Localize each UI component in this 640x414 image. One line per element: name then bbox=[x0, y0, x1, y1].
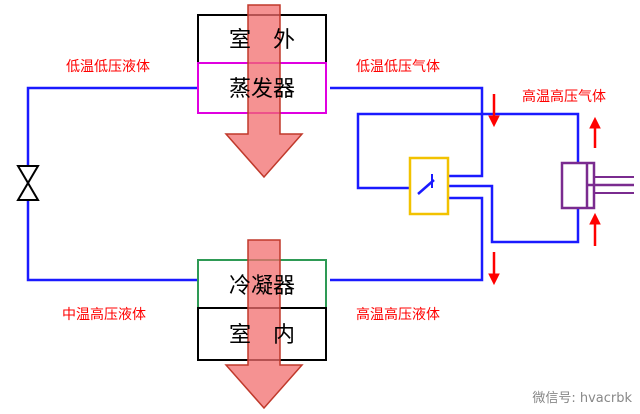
outdoor-label: 室 外 bbox=[229, 28, 295, 53]
indoor-label: 室 内 bbox=[229, 323, 295, 348]
heat-arrow-outdoor bbox=[224, 4, 304, 179]
label-high-temp-high-pressure-gas: 高温高压气体 bbox=[522, 88, 606, 105]
flow-arrow-down-lower bbox=[488, 252, 500, 286]
expansion-valve-icon bbox=[16, 165, 40, 201]
label-mid-temp-high-pressure-liquid: 中温高压液体 bbox=[62, 306, 146, 323]
evaporator-label: 蒸发器 bbox=[229, 77, 295, 102]
flow-arrow-up-lower bbox=[589, 212, 601, 246]
pipe-evaporator-to-valve bbox=[330, 86, 484, 178]
label-low-temp-low-pressure-gas: 低温低压气体 bbox=[356, 59, 440, 75]
pipe-condenser-to-valve bbox=[330, 196, 484, 282]
label-high-temp-high-pressure-liquid: 高温高压液体 bbox=[356, 306, 440, 323]
heat-arrow-indoor bbox=[224, 239, 304, 410]
label-low-temp-low-pressure-liquid: 低温低压液体 bbox=[66, 59, 150, 75]
pipe-compressor-suction bbox=[448, 184, 580, 244]
condenser-label: 冷凝器 bbox=[229, 274, 295, 299]
pipe-compressor-discharge bbox=[356, 112, 580, 190]
watermark: 微信号: hvacrbk bbox=[532, 391, 632, 406]
flow-arrow-down-upper bbox=[488, 94, 500, 128]
flow-arrow-up-upper bbox=[589, 116, 601, 148]
pipe-left-loop bbox=[26, 86, 198, 282]
